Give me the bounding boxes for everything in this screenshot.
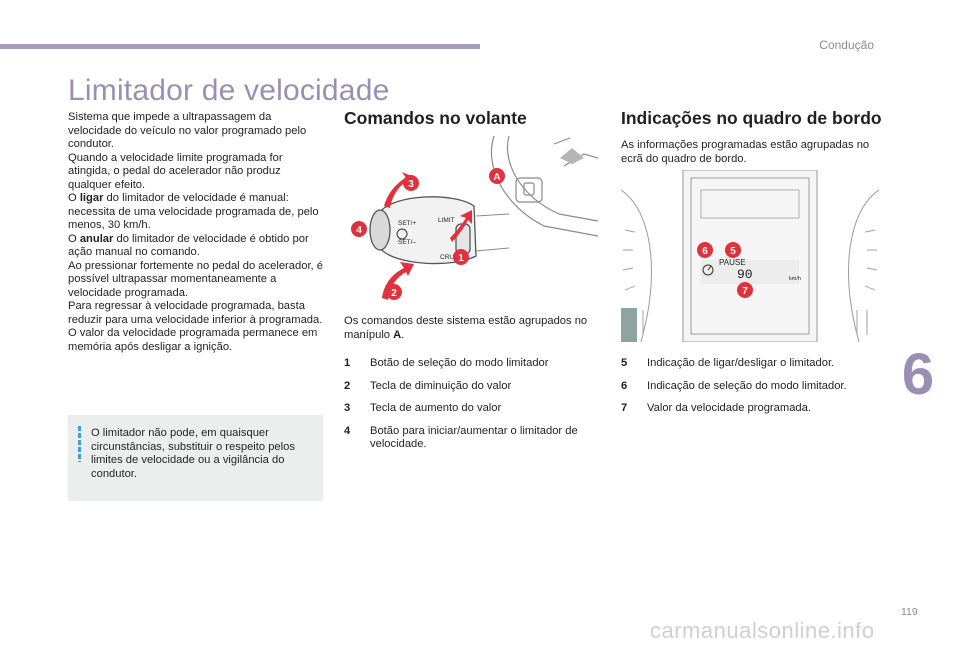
- intro-text: Sistema que impede a ultrapassagem da ve…: [68, 111, 324, 354]
- note-text: O limitador não pode, em quaisquer circu…: [91, 427, 295, 480]
- steering-control-illustration: SET/+ SET/– LIMIT CRUISE 3 1 2 4 A: [344, 136, 598, 303]
- intro-paragraph: O anular do limitador de velocidade é ob…: [68, 232, 309, 259]
- callout-1: 1: [458, 253, 464, 264]
- callout-2: 2: [391, 288, 397, 299]
- intro-paragraph: Sistema que impede a ultrapassagem da ve…: [68, 111, 307, 150]
- figure-label-unit: km/h: [789, 276, 801, 282]
- intro-paragraph: O valor da velocidade programada permane…: [68, 327, 318, 353]
- callout-7: 7: [742, 286, 748, 297]
- dashboard-description: As informações programadas estão agrupad…: [621, 139, 870, 165]
- steering-description: Os comandos deste sistema estão agrupado…: [344, 315, 588, 341]
- callout-a: A: [493, 172, 500, 183]
- figure-label-pause: PAUSE: [719, 258, 746, 267]
- note-box: [68, 415, 323, 501]
- intro-paragraph: Quando a velocidade limite programada fo…: [68, 151, 283, 191]
- watermark: carmanualsonline.info: [650, 618, 875, 643]
- header-bar: [0, 44, 480, 49]
- intro-paragraph: Para regressar à velocidade programada, …: [68, 300, 323, 326]
- page-number: 119: [901, 606, 918, 618]
- figure-label-cruise: CRUISE: [440, 254, 465, 261]
- dashboard-illustration: PAUSE 90 km/h 6 5 7: [621, 170, 879, 342]
- page-title: Limitador de velocidade: [68, 74, 390, 107]
- section-heading-dashboard: Indicações no quadro de bordo: [621, 108, 882, 128]
- chapter-number: 6: [901, 342, 935, 407]
- info-icon: [78, 426, 81, 462]
- callout-3: 3: [408, 179, 414, 190]
- figure-label-limit: LIMIT: [438, 217, 455, 224]
- callout-5: 5: [730, 246, 736, 257]
- intro-paragraph: O ligar do limitador de velocidade é man…: [68, 192, 319, 231]
- callout-4: 4: [356, 225, 362, 236]
- figure-label-speed: 90: [737, 267, 753, 282]
- bold-term: anular: [79, 232, 114, 245]
- callout-6: 6: [702, 246, 708, 257]
- section-label: Condução: [819, 38, 874, 52]
- section-heading-steering: Comandos no volante: [344, 108, 527, 128]
- intro-paragraph: Ao pressionar fortemente no pedal do ace…: [68, 259, 323, 299]
- bold-term: A: [393, 328, 402, 341]
- figure-label-set-minus: SET/–: [398, 239, 416, 246]
- figure-label-set-plus: SET/+: [398, 220, 416, 227]
- bold-term: ligar: [79, 192, 104, 204]
